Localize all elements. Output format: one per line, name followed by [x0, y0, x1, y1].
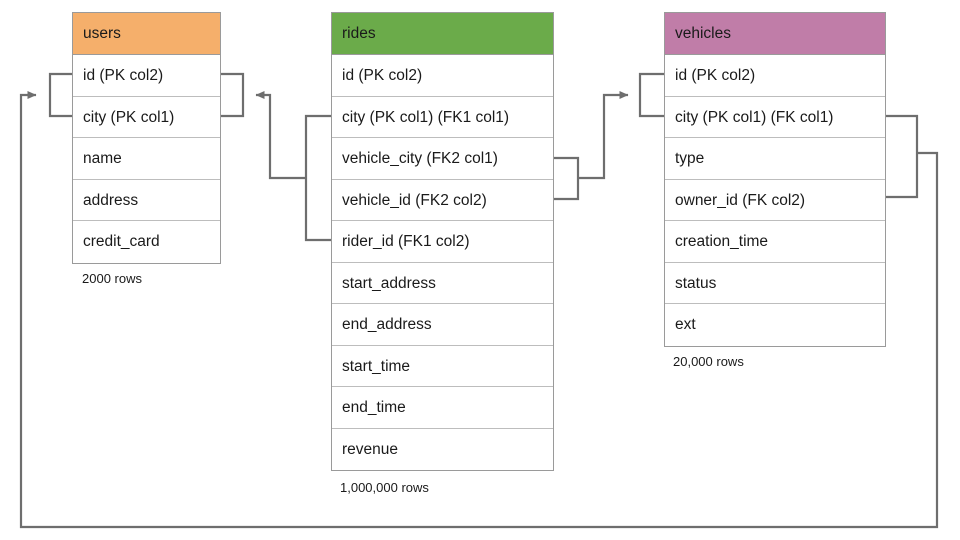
- table-users-title: users: [73, 13, 220, 55]
- rides-left-bracket: [304, 114, 331, 242]
- table-vehicles-column-type[interactable]: type: [665, 138, 885, 180]
- table-rides-title: rides: [332, 13, 553, 55]
- table-rides-column-rider-id[interactable]: rider_id (FK1 col2): [332, 221, 553, 263]
- rides-right-bracket: [554, 156, 580, 201]
- table-users[interactable]: users id (PK col2) city (PK col1) name a…: [72, 12, 221, 264]
- table-rides-column-vehicle-id[interactable]: vehicle_id (FK2 col2): [332, 179, 553, 221]
- table-vehicles-column-creation-time[interactable]: creation_time: [665, 221, 885, 263]
- users-left-bracket: [48, 72, 72, 118]
- table-vehicles-column-ext[interactable]: ext: [665, 304, 885, 346]
- table-rides-column-city[interactable]: city (PK col1) (FK1 col1): [332, 96, 553, 138]
- table-rides-column-vehicle-city[interactable]: vehicle_city (FK2 col1): [332, 138, 553, 180]
- table-rides-column-end-time[interactable]: end_time: [332, 387, 553, 429]
- table-users-row-count: 2000 rows: [82, 271, 142, 286]
- table-vehicles-column-city[interactable]: city (PK col1) (FK col1): [665, 96, 885, 138]
- table-rides-column-start-address[interactable]: start_address: [332, 262, 553, 304]
- table-rides-row-count: 1,000,000 rows: [340, 480, 429, 495]
- table-rides-column-id[interactable]: id (PK col2): [332, 55, 553, 97]
- table-rides-column-revenue[interactable]: revenue: [332, 428, 553, 470]
- table-users-column-address[interactable]: address: [73, 179, 220, 221]
- users-right-bracket: [221, 72, 245, 118]
- table-users-column-credit-card[interactable]: credit_card: [73, 221, 220, 263]
- vehicles-right-bracket: [886, 114, 919, 199]
- wire-rides-fk2-vehicles: [578, 91, 629, 180]
- table-vehicles-title: vehicles: [665, 13, 885, 55]
- table-users-column-city[interactable]: city (PK col1): [73, 96, 220, 138]
- table-rides[interactable]: rides id (PK col2) city (PK col1) (FK1 c…: [331, 12, 554, 471]
- table-vehicles-column-owner-id[interactable]: owner_id (FK col2): [665, 179, 885, 221]
- table-vehicles-row-count: 20,000 rows: [673, 354, 744, 369]
- table-vehicles-column-id[interactable]: id (PK col2): [665, 55, 885, 97]
- wire-rides-fk1-users: [255, 91, 306, 180]
- table-users-column-name[interactable]: name: [73, 138, 220, 180]
- table-users-column-id[interactable]: id (PK col2): [73, 55, 220, 97]
- table-rides-column-end-address[interactable]: end_address: [332, 304, 553, 346]
- table-vehicles-column-status[interactable]: status: [665, 262, 885, 304]
- table-vehicles[interactable]: vehicles id (PK col2) city (PK col1) (FK…: [664, 12, 886, 347]
- vehicles-left-bracket: [638, 72, 664, 118]
- table-rides-column-start-time[interactable]: start_time: [332, 345, 553, 387]
